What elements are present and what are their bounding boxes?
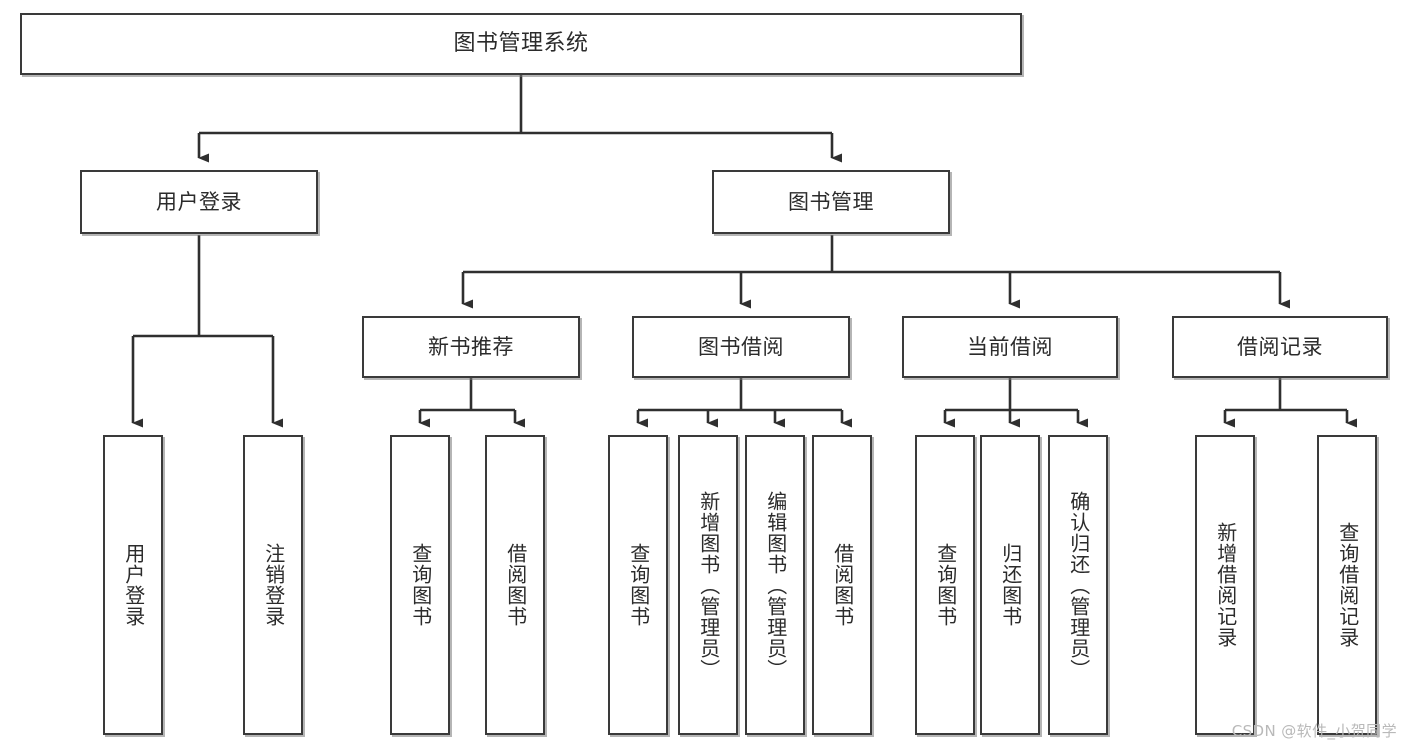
- node-user-login[interactable]: 用户登录: [80, 170, 318, 234]
- node-leaf-borrow-book-2[interactable]: 借阅图书: [812, 435, 872, 735]
- node-leaf-add-book[interactable]: 新增图书（管理员）: [678, 435, 738, 735]
- node-leaf-return-book[interactable]: 归还图书: [980, 435, 1040, 735]
- node-label: 借阅图书: [503, 543, 528, 627]
- node-label: 新书推荐: [428, 334, 514, 359]
- node-leaf-query-book-3[interactable]: 查询图书: [915, 435, 975, 735]
- node-label: 查询借阅记录: [1335, 522, 1360, 648]
- node-label: 编辑图书（管理员）: [763, 490, 788, 680]
- node-label: 图书管理系统: [453, 31, 589, 57]
- node-borrow-record[interactable]: 借阅记录: [1172, 316, 1388, 378]
- node-book-borrow[interactable]: 图书借阅: [632, 316, 850, 378]
- node-new-book-recommend[interactable]: 新书推荐: [362, 316, 580, 378]
- node-root-system[interactable]: 图书管理系统: [20, 13, 1022, 75]
- node-leaf-query-book-2[interactable]: 查询图书: [608, 435, 668, 735]
- node-label: 新增图书（管理员）: [696, 490, 721, 680]
- node-label: 当前借阅: [967, 334, 1053, 359]
- node-label: 用户登录: [156, 189, 242, 214]
- node-leaf-edit-book[interactable]: 编辑图书（管理员）: [745, 435, 805, 735]
- node-leaf-confirm-return[interactable]: 确认归还（管理员）: [1048, 435, 1108, 735]
- node-label: 注销登录: [261, 543, 286, 627]
- node-label: 借阅图书: [830, 543, 855, 627]
- node-leaf-query-record[interactable]: 查询借阅记录: [1317, 435, 1377, 735]
- node-leaf-user-logout[interactable]: 注销登录: [243, 435, 303, 735]
- node-label: 归还图书: [998, 543, 1023, 627]
- node-current-borrow[interactable]: 当前借阅: [902, 316, 1118, 378]
- node-label: 用户登录: [121, 543, 146, 627]
- node-leaf-query-book-1[interactable]: 查询图书: [390, 435, 450, 735]
- node-label: 确认归还（管理员）: [1066, 490, 1091, 680]
- node-label: 查询图书: [408, 543, 433, 627]
- node-label: 新增借阅记录: [1213, 522, 1238, 648]
- node-label: 图书借阅: [698, 334, 784, 359]
- node-leaf-borrow-book-1[interactable]: 借阅图书: [485, 435, 545, 735]
- node-label: 查询图书: [933, 543, 958, 627]
- watermark-text: CSDN @软件_小贺同学: [1231, 722, 1397, 740]
- node-book-manage[interactable]: 图书管理: [712, 170, 950, 234]
- node-leaf-add-record[interactable]: 新增借阅记录: [1195, 435, 1255, 735]
- node-label: 借阅记录: [1237, 334, 1323, 359]
- node-leaf-user-login[interactable]: 用户登录: [103, 435, 163, 735]
- node-label: 图书管理: [788, 189, 874, 214]
- node-label: 查询图书: [626, 543, 651, 627]
